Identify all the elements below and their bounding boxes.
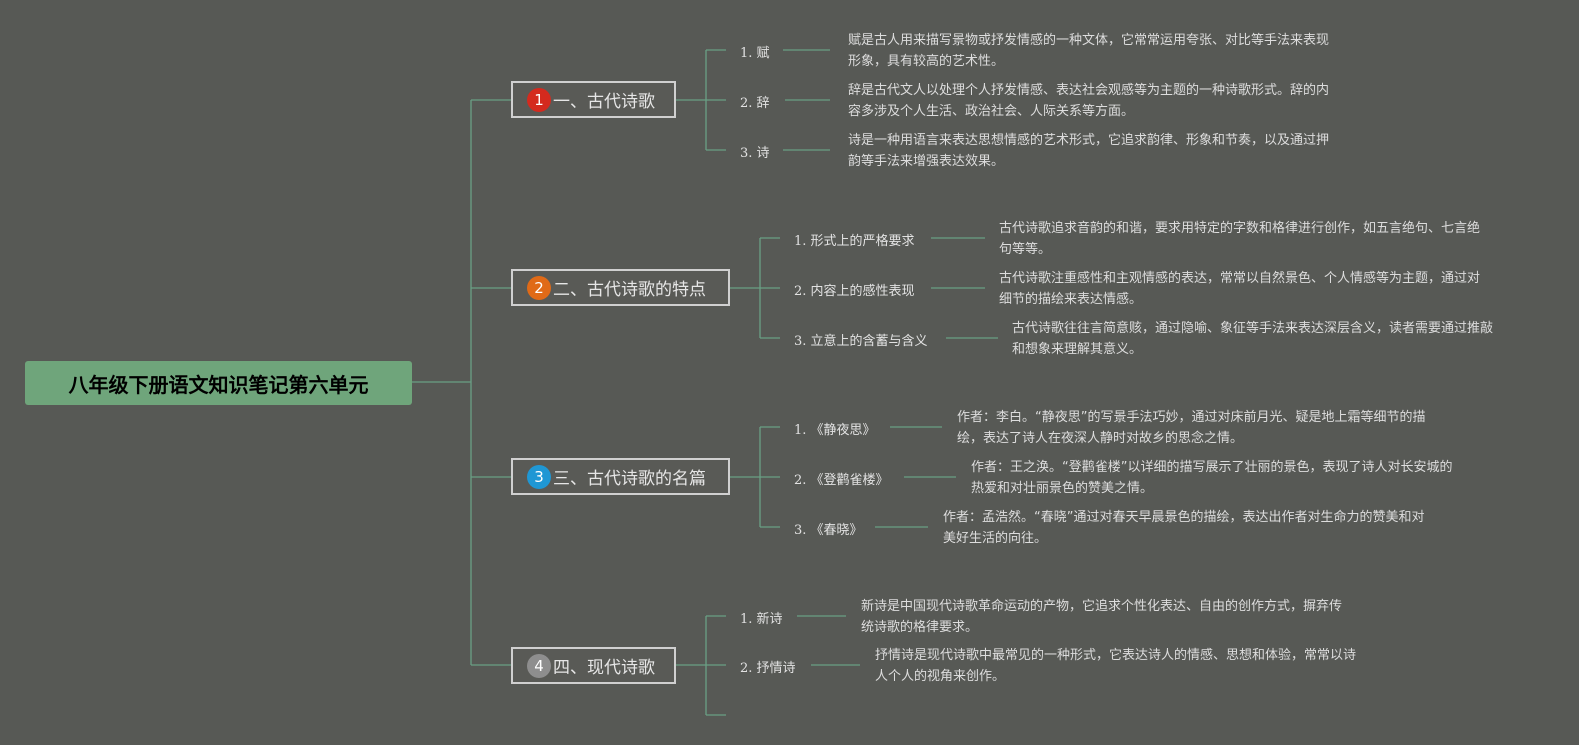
branch-3-title: 三、古代诗歌的名篇 — [553, 469, 706, 489]
branch-2-topic[interactable]: 2 二、古代诗歌的特点 — [511, 269, 730, 306]
branch-4-title: 四、现代诗歌 — [553, 658, 655, 678]
subtopic-3-1[interactable]: 1. 《静夜思》 — [794, 423, 876, 438]
subtopic-2-2[interactable]: 2. 内容上的感性表现 — [794, 284, 915, 299]
note-3-2: 作者：王之涣。“登鹳雀楼”以详细的描写展示了壮丽的景色，表现了诗人对长安城的热爱… — [971, 460, 1453, 496]
number-badge-icon: 1 — [527, 87, 551, 112]
note-2-1: 古代诗歌追求音韵的和谐，要求用特定的字数和格律进行创作，如五言绝句、七言绝句等等… — [999, 221, 1481, 257]
branch-4-item-lines — [797, 615, 860, 666]
subtopic-1-3[interactable]: 3. 诗 — [740, 146, 770, 161]
branch-3-topic[interactable]: 3 三、古代诗歌的名篇 — [511, 458, 730, 495]
branch-2-item-lines — [931, 237, 998, 339]
subtopic-4-2[interactable]: 2. 抒情诗 — [740, 661, 796, 676]
subtopic-2-3[interactable]: 3. 立意上的含蓄与含义 — [794, 334, 928, 349]
number-badge-icon: 3 — [527, 464, 551, 489]
note-1-1: 赋是古人用来描写景物或抒发情感的一种文体，它常常运用夸张、对比等手法来表现形象，… — [848, 33, 1330, 69]
note-1-2: 辞是古代文人以处理个人抒发情感、表达社会观感等为主题的一种诗歌形式。辞的内容多涉… — [848, 83, 1330, 119]
branch-1-title: 一、古代诗歌 — [553, 92, 655, 112]
subtopic-1-1[interactable]: 1. 赋 — [740, 46, 770, 61]
branch-1-item-lines — [783, 49, 830, 151]
number-badge-icon: 4 — [527, 653, 551, 678]
branch-4-stem — [676, 615, 726, 716]
subtopic-3-3[interactable]: 3. 《春晓》 — [794, 523, 863, 538]
subtopic-2-1[interactable]: 1. 形式上的严格要求 — [794, 234, 915, 249]
branch-1-stem — [676, 49, 726, 151]
branch-4-topic[interactable]: 4 四、现代诗歌 — [511, 647, 676, 684]
note-1-3: 诗是一种用语言来表达思想情感的艺术形式，它追求韵律、形象和节奏，以及通过押韵等手… — [848, 133, 1330, 169]
branch-3-item-lines — [875, 426, 956, 528]
note-4-1: 新诗是中国现代诗歌革命运动的产物，它追求个性化表达、自由的创作方式，摒弃传统诗歌… — [861, 599, 1343, 635]
branch-2-stem — [730, 237, 780, 339]
branch-3-stem — [730, 426, 780, 528]
subtopic-4-1[interactable]: 1. 新诗 — [740, 612, 783, 627]
note-2-3: 古代诗歌往往言简意赅，通过隐喻、象征等手法来表达深层含义，读者需要通过推敲和想象… — [1012, 321, 1494, 357]
note-3-1: 作者：李白。“静夜思”的写景手法巧妙，通过对床前月光、疑是地上霜等细节的描绘，表… — [957, 410, 1426, 446]
number-badge-icon: 2 — [527, 275, 551, 300]
note-3-3: 作者：孟浩然。“春晓”通过对春天早晨景色的描绘，表达出作者对生命力的赞美和对美好… — [943, 510, 1425, 546]
note-4-2: 抒情诗是现代诗歌中最常见的一种形式，它表达诗人的情感、思想和体验，常常以诗人个人… — [875, 648, 1357, 684]
note-2-2: 古代诗歌注重感性和主观情感的表达，常常以自然景色、个人情感等为主题，通过对细节的… — [999, 271, 1481, 307]
subtopic-1-2[interactable]: 2. 辞 — [740, 96, 770, 111]
root-topic[interactable]: 八年级下册语文知识笔记第六单元 — [25, 361, 412, 405]
branch-2-title: 二、古代诗歌的特点 — [553, 280, 706, 300]
branch-1-topic[interactable]: 1 一、古代诗歌 — [511, 81, 676, 118]
subtopic-3-2[interactable]: 2. 《登鹳雀楼》 — [794, 473, 889, 488]
